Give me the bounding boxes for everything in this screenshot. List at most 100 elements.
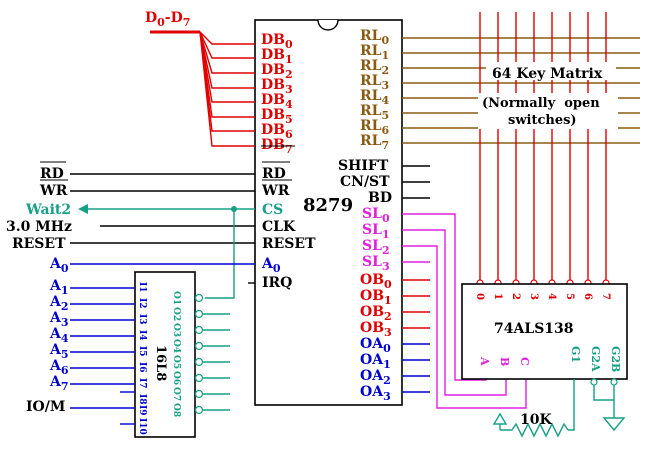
decoder-out-2: 2 (510, 293, 521, 300)
pin-db7: DB7 (261, 137, 293, 156)
pin-wr: WR (261, 183, 290, 199)
addr-a6: A6 (49, 358, 69, 377)
rd-signal-label: RD (40, 166, 64, 182)
pal-in-i8: I8 (137, 394, 147, 404)
pin-db6: DB6 (261, 122, 293, 141)
db-pin-labels: DB0 DB1 DB2 DB3 DB4 DB5 DB6 DB7 (261, 32, 293, 156)
pin-reset: RESET (262, 236, 316, 252)
pin-db4: DB4 (261, 92, 293, 111)
pin-ob1: OB1 (360, 288, 392, 307)
rl-pin-labels: RL0 RL1 RL2 RL3 RL4 RL5 RL6 RL7 (360, 28, 389, 152)
a0-signal-label: A0 (49, 256, 69, 275)
decoder-en-g2b: G2B (609, 346, 622, 372)
decoder-out-6: 6 (582, 293, 593, 300)
addr-a3: A3 (49, 310, 69, 329)
pin-cs: CS (262, 202, 283, 218)
pin-bd: BD (368, 190, 392, 206)
chip-left-overbars (262, 161, 292, 181)
oa-wires (402, 343, 430, 393)
pin-sl3: SL3 (362, 254, 390, 273)
decoder-out-1: 1 (492, 293, 503, 300)
pin-clk: CLK (262, 219, 296, 235)
pin-ob2: OB2 (360, 304, 392, 323)
pin-ob3: OB3 (360, 320, 392, 339)
clock-signal-label: 3.0 MHz (6, 219, 72, 235)
pin-db0: DB0 (261, 32, 293, 51)
pin-sl0: SL0 (362, 206, 390, 225)
pal-out-o8: O8 (171, 403, 181, 417)
pin-rl5: RL5 (360, 103, 389, 122)
pal-in-i9: I9 (137, 405, 147, 415)
wait2-arrow-icon (78, 204, 88, 214)
pin-rl6: RL6 (360, 118, 389, 137)
pal-out-o2: O2 (171, 307, 181, 321)
decoder-en-g2a: G2A (589, 346, 602, 372)
decoder-out-5: 5 (564, 293, 575, 300)
key-matrix-desc-2: switches) (508, 113, 577, 128)
pin-sl2: SL2 (362, 238, 390, 257)
vcc-arrow-icon (492, 412, 508, 425)
pin-rl3: RL3 (360, 73, 389, 92)
pin-oa2: OA2 (360, 368, 391, 387)
pal-in-i2: I2 (137, 298, 147, 308)
pin-oa0: OA0 (360, 336, 391, 355)
decoder-out-7: 7 (600, 293, 611, 300)
key-matrix-title: 64 Key Matrix (492, 66, 603, 82)
pal-out-o3: O3 (171, 323, 181, 337)
chip-8279-notch (317, 19, 339, 31)
pin-oa1: OA1 (360, 352, 391, 371)
cs-junction-dot (231, 206, 237, 212)
decoder-en-g1: G1 (569, 346, 582, 363)
pal-16l8-name: 16L8 (153, 345, 168, 381)
pal-in-i1: I1 (137, 282, 147, 292)
ground-symbol-icon (602, 417, 626, 432)
pin-rl7: RL7 (360, 133, 389, 152)
address-labels: A1 A2 A3 A4 A5 A6 A7 (49, 278, 69, 393)
addr-a7: A7 (49, 374, 69, 393)
pal-out-o5: O5 (171, 355, 181, 369)
resistor-10k (500, 422, 569, 438)
io-m-signal-label: IO/M (26, 399, 65, 415)
addr-a1: A1 (49, 278, 69, 297)
chip-8279-name: 8279 (303, 195, 353, 216)
pal-output-wires (202, 313, 230, 411)
pal-in-i5: I5 (137, 346, 147, 356)
addr-a4: A4 (49, 326, 69, 345)
pin-rl4: RL4 (360, 88, 389, 107)
pin-db2: DB2 (261, 62, 293, 81)
decoder-enable-bubbles (590, 378, 618, 386)
pal-input-wires (70, 287, 135, 425)
pin-a0: A0 (261, 256, 281, 275)
pin-irq: IRQ (262, 275, 292, 291)
cs-wait-wires (86, 208, 255, 299)
decoder-output-labels: 0 1 2 3 4 5 6 7 (474, 293, 611, 300)
pal-in-i4: I4 (137, 330, 147, 340)
wr-signal-label: WR (39, 183, 68, 199)
pal-in-i3: I3 (137, 314, 147, 324)
pin-shift: SHIFT (338, 158, 389, 174)
pin-oa3: OA3 (360, 384, 391, 403)
enable-wires (492, 379, 626, 438)
decoder-138-name: 74ALS138 (494, 321, 574, 337)
pal-out-o7: O7 (171, 387, 181, 401)
decoder-out-0: 0 (474, 293, 485, 300)
pin-sl1: SL1 (362, 222, 390, 241)
right-control-labels: SHIFT CN/ST BD (338, 158, 392, 206)
pal-out-o4: O4 (171, 339, 181, 353)
key-matrix-columns (479, 12, 607, 282)
ob-wires (402, 279, 430, 329)
resistor-label: 10K (520, 412, 552, 428)
chip-left-pin-labels: RD WR CS CLK RESET A0 IRQ (261, 166, 316, 291)
sl-pin-labels: SL0 SL1 SL2 SL3 (362, 206, 390, 273)
pin-cnst: CN/ST (340, 174, 390, 190)
reset-signal-label: RESET (12, 236, 66, 252)
oa-pin-labels: OA0 OA1 OA2 OA3 (360, 336, 391, 403)
decoder-out-3: 3 (528, 293, 539, 300)
left-control-wires (70, 173, 255, 244)
pal-out-o1: O1 (171, 291, 181, 305)
pal-output-bubbles (194, 293, 204, 415)
pal-out-o6: O6 (171, 371, 181, 385)
decoder-in-a: A (478, 356, 491, 366)
pin-db3: DB3 (261, 77, 293, 96)
